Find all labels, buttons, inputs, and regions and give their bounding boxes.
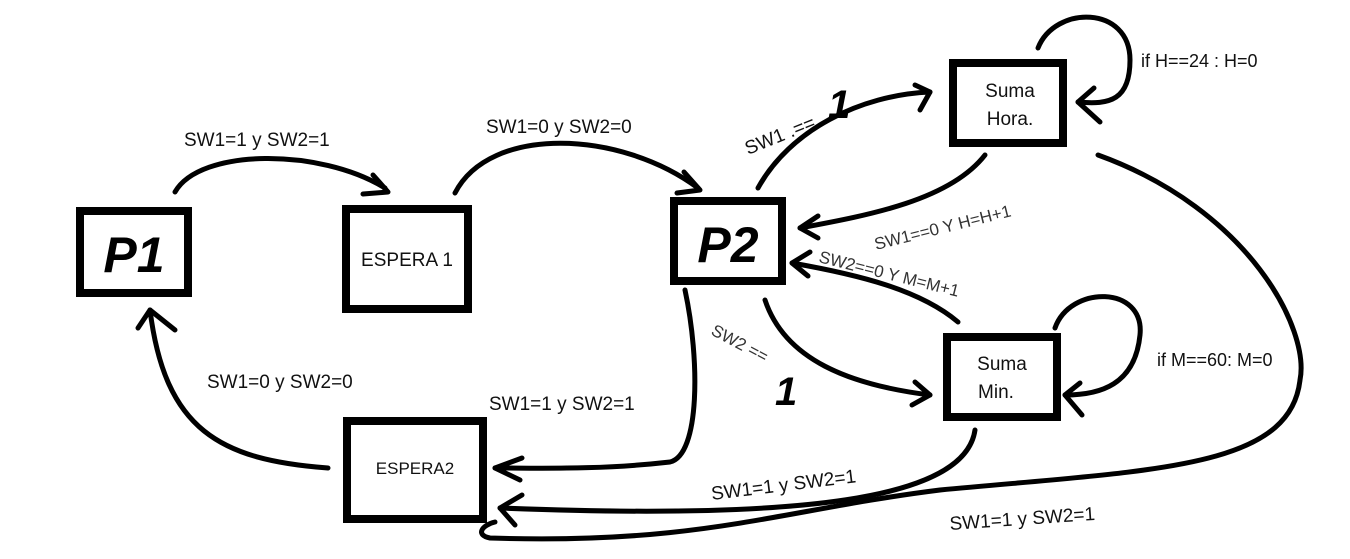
label-p1-espera1: SW1=1 y SW2=1 bbox=[184, 130, 330, 151]
edge-p2-sumahora bbox=[755, 89, 933, 191]
state-summin-label-line2: Min. bbox=[978, 382, 1014, 403]
label-p2-espera2: SW1=1 y SW2=1 bbox=[489, 394, 635, 415]
edge-espera1-p2 bbox=[452, 140, 701, 196]
label-p2-sumahora: SW1 .== bbox=[742, 112, 818, 159]
state-p1-label: P1 bbox=[103, 227, 164, 283]
label-summin-self: if M==60: M=0 bbox=[1157, 350, 1273, 370]
edge-sumahora-espera2 bbox=[479, 152, 1304, 542]
edge-p2-espera2 bbox=[492, 287, 698, 471]
edge-summin-p2 bbox=[789, 260, 961, 325]
edge-espera1-p2-arrowhead bbox=[674, 169, 703, 196]
edge-p2-summin bbox=[762, 297, 933, 398]
edge-espera2-p1 bbox=[147, 307, 331, 471]
state-espera2-box bbox=[343, 417, 487, 523]
state-summin-label-line1: Suma bbox=[977, 354, 1027, 375]
edge-sumahora-self bbox=[1035, 14, 1133, 106]
edge-summin-espera2-arrowhead bbox=[497, 492, 525, 528]
state-sumahora-box bbox=[949, 59, 1067, 147]
edge-summin-self-arrowhead bbox=[1062, 380, 1085, 418]
edge-espera2-p1-arrowhead bbox=[135, 307, 178, 333]
state-p2-label: P2 bbox=[697, 217, 758, 273]
label-p2-summin-value: 1 bbox=[775, 370, 797, 414]
state-espera1-label: ESPERA 1 bbox=[361, 250, 453, 271]
label-sumahora-self: if H==24 : H=0 bbox=[1141, 51, 1258, 71]
edge-summin-self bbox=[1052, 294, 1143, 398]
state-espera1-box bbox=[342, 205, 472, 313]
label-espera1-p2: SW1=0 y SW2=0 bbox=[486, 117, 632, 138]
state-summin-box bbox=[943, 333, 1061, 421]
label-espera2-p1: SW1=0 y SW2=0 bbox=[207, 372, 353, 393]
edge-sumahora-p2-arrowhead bbox=[797, 213, 821, 241]
edge-p2-espera2-arrowhead bbox=[492, 455, 525, 483]
edge-p2-summin-arrowhead bbox=[909, 379, 933, 408]
label-p2-summin: SW2 == bbox=[708, 321, 771, 367]
state-espera2-label: ESPERA2 bbox=[376, 459, 454, 478]
state-p2-box bbox=[670, 197, 786, 285]
state-sumahora-label-line1: Suma bbox=[985, 81, 1035, 102]
state-sumahora-label-line2: Hora. bbox=[987, 109, 1033, 130]
label-sumahora-espera2: SW1=1 y SW2=1 bbox=[949, 504, 1096, 535]
edge-p1-espera1-arrowhead bbox=[360, 172, 391, 197]
edge-p2-sumahora-arrowhead bbox=[912, 82, 933, 113]
edge-summin-p2-arrowhead bbox=[789, 249, 813, 279]
edge-p1-espera1 bbox=[172, 156, 388, 195]
edge-summin-espera2 bbox=[497, 427, 978, 514]
edge-sumahora-p2 bbox=[797, 152, 988, 231]
edge-sumahora-self-arrowhead bbox=[1075, 85, 1103, 125]
label-p2-sumahora-value: 1 bbox=[828, 83, 850, 127]
state-p1-box bbox=[76, 207, 192, 297]
